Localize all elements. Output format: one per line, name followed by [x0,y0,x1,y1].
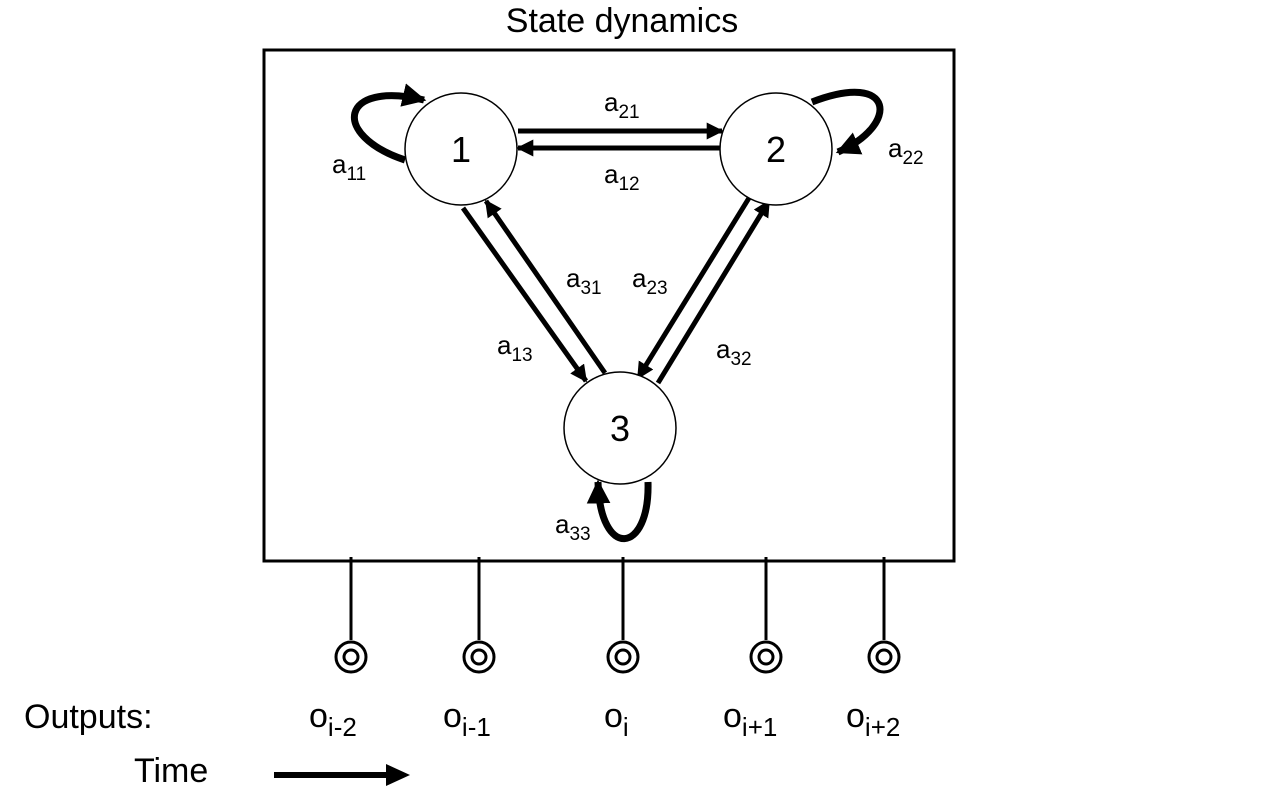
self-loop-2 [810,88,884,156]
label-a21-base: a [604,87,619,117]
output-label-1: oi-1 [443,697,491,742]
label-a13-base: a [497,330,512,360]
label-a23: a23 [632,263,668,299]
outputs-label: Outputs: [24,698,153,736]
output-label-2-base: o [604,697,623,735]
self-loop-3 [586,479,652,542]
label-a12: a12 [604,159,640,195]
self-loops [350,83,884,542]
output-label-0: oi-2 [309,697,357,742]
label-a33-sub: 33 [569,524,590,545]
output-label-4-base: o [846,697,865,735]
label-a13-sub: 13 [511,345,532,366]
state-2-label: 2 [766,129,786,170]
arrow-1-to-3 [460,206,589,383]
state-2: 2 [719,92,833,206]
label-a13: a13 [497,330,533,366]
label-a31: a31 [566,263,602,299]
output-node-1-inner [470,648,488,666]
state-3-circle [563,371,677,485]
output-label-2: oi [604,697,629,742]
output-connectors [334,557,901,674]
time-arrow-icon [274,764,410,786]
label-a33: a33 [555,509,591,545]
time-arrow-head [386,764,410,786]
transition-arrows [460,122,772,385]
arrow-3-to-1 [483,199,608,375]
state-2-circle [719,92,833,206]
state-3: 3 [563,371,677,485]
label-a22-base: a [888,133,903,163]
output-node-3 [749,640,783,674]
output-label-1-sub: i-1 [462,712,491,742]
output-node-2 [606,640,640,674]
arrow-2-to-3 [635,196,752,380]
diagram-title: State dynamics [506,2,738,40]
arrow-3-to-2 [655,199,772,385]
label-a11: a11 [332,149,366,185]
transition-labels: a11 a21 a12 a22 a31 a23 a13 a32 a33 [332,87,924,545]
output-node-1 [462,640,496,674]
label-a22: a22 [888,133,924,169]
label-a11-base: a [332,149,347,179]
label-a32-sub: 32 [730,349,751,370]
label-a21: a21 [604,87,640,123]
output-node-4-inner [875,648,893,666]
output-node-2-inner [614,648,632,666]
state-1-circle [404,92,518,206]
label-a32: a32 [716,334,752,370]
output-label-3: oi+1 [723,697,777,742]
self-loop-1 [350,83,427,164]
label-a32-base: a [716,334,731,364]
output-label-3-base: o [723,697,742,735]
label-a33-base: a [555,509,570,539]
label-a31-base: a [566,263,581,293]
output-node-0-inner [342,648,360,666]
output-node-4 [867,640,901,674]
label-a12-sub: 12 [618,174,639,195]
state-3-label: 3 [610,408,630,449]
label-a11-sub: 11 [346,164,366,185]
time-label: Time [134,752,208,790]
output-label-3-sub: i+1 [742,712,777,742]
label-a12-base: a [604,159,619,189]
output-node-3-inner [757,648,775,666]
output-label-0-base: o [309,697,328,735]
label-a23-base: a [632,263,647,293]
state-1: 1 [404,92,518,206]
output-label-2-sub: i [623,712,629,742]
label-a23-sub: 23 [646,278,667,299]
state-dynamics-frame [262,48,956,563]
state-1-label: 1 [451,129,471,170]
output-label-4: oi+2 [846,697,900,742]
output-label-0-sub: i-2 [328,712,357,742]
output-node-0 [334,640,368,674]
output-label-1-base: o [443,697,462,735]
output-label-4-sub: i+2 [865,712,900,742]
label-a31-sub: 31 [580,278,601,299]
label-a21-sub: 21 [618,102,639,123]
label-a22-sub: 22 [902,148,923,169]
output-labels: oi-2 oi-1 oi oi+1 oi+2 [309,697,900,742]
